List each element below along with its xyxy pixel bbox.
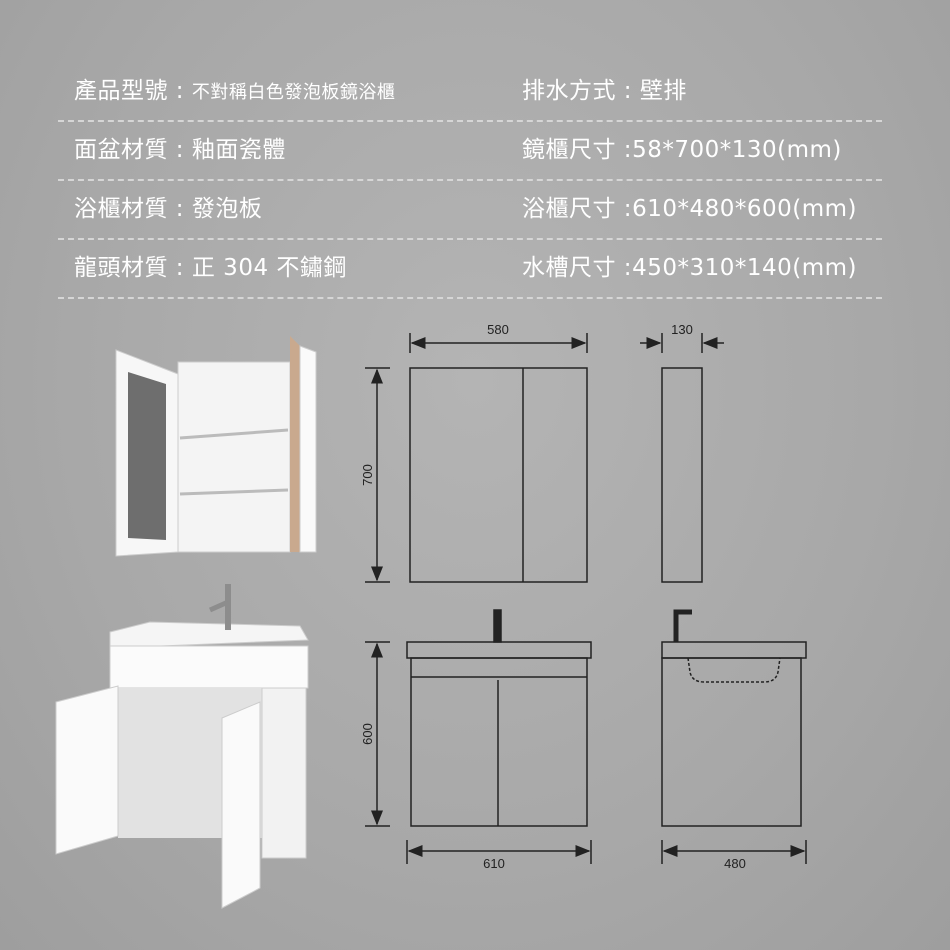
spec-value: 610*480*600(mm)	[632, 196, 858, 222]
spec-label: 產品型號 :	[74, 78, 192, 104]
mirror-front-drawing	[365, 333, 588, 583]
vanity-front-drawing	[365, 609, 592, 864]
dimension-label-vanity-height: 600	[360, 723, 375, 745]
spec-label: 鏡櫃尺寸 :	[522, 137, 633, 163]
dimension-label-vanity-depth: 480	[724, 856, 746, 871]
dimension-label-mirror-width: 580	[487, 322, 509, 337]
spec-row-faucet: 龍頭材質 : 正 304 不鏽鋼 水槽尺寸 :450*310*140(mm)	[58, 239, 882, 299]
spec-row-cabinet: 浴櫃材質 : 發泡板 浴櫃尺寸 :610*480*600(mm)	[58, 180, 882, 240]
spec-label: 水槽尺寸 :	[522, 255, 633, 281]
mirror-side-drawing	[640, 333, 724, 583]
spec-value: 釉面瓷體	[191, 137, 286, 163]
spec-value: 不對稱白色發泡板鏡浴櫃	[191, 82, 396, 103]
spec-row-model: 產品型號 : 不對稱白色發泡板鏡浴櫃 排水方式 : 壁排	[58, 62, 882, 122]
vanity-side-drawing	[661, 609, 807, 864]
spec-row-basin: 面盆材質 : 釉面瓷體 鏡櫃尺寸 :58*700*130(mm)	[58, 121, 882, 181]
dimension-label-vanity-width: 610	[483, 856, 505, 871]
spec-label: 浴櫃尺寸 :	[522, 196, 633, 222]
spec-label: 浴櫃材質 :	[74, 196, 192, 222]
mirror-cabinet-photo	[115, 336, 317, 557]
dimension-label-mirror-depth: 130	[671, 322, 693, 337]
spec-value: 正 304 不鏽鋼	[191, 255, 347, 281]
spec-value: 發泡板	[191, 196, 263, 222]
spec-label: 面盆材質 :	[74, 137, 192, 163]
vanity-photo	[55, 584, 309, 909]
dimension-label-mirror-height: 700	[360, 464, 375, 486]
spec-value: 450*310*140(mm)	[632, 255, 858, 281]
spec-value: 58*700*130(mm)	[632, 137, 842, 163]
spec-label: 排水方式 :	[522, 78, 640, 104]
spec-label: 龍頭材質 :	[74, 255, 192, 281]
spec-value: 壁排	[639, 78, 687, 104]
